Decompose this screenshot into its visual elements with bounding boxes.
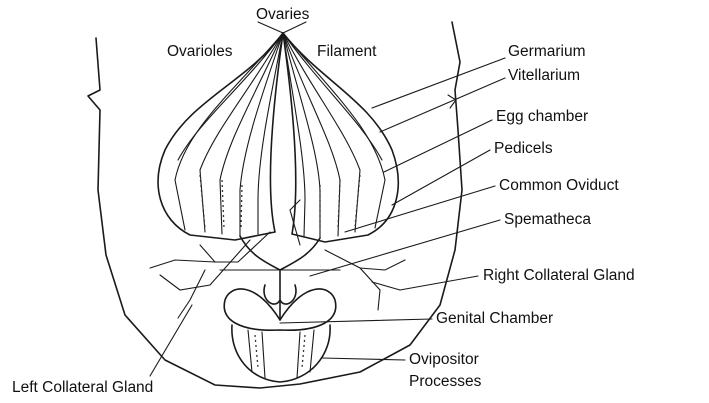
label-common-oviduct: Common Oviduct	[499, 177, 619, 194]
label-ovipositor-line1: Ovipositor	[409, 351, 479, 368]
leader-common-oviduct	[345, 186, 495, 232]
label-pedicels: Pedicels	[494, 140, 553, 157]
leader-ovaries	[258, 22, 283, 33]
label-egg-chamber: Egg chamber	[496, 108, 588, 125]
label-genital-chamber: Genital Chamber	[436, 310, 553, 327]
label-ovipositor-line2: Processes	[409, 373, 481, 390]
leader-ovipositor	[322, 358, 405, 360]
label-ovaries: Ovaries	[256, 6, 309, 23]
label-left-collateral-gland: Left Collateral Gland	[12, 379, 153, 396]
leader-genital-chamber	[280, 319, 432, 323]
label-germarium: Germarium	[508, 43, 586, 60]
leader-left-collateral-gland	[150, 305, 192, 376]
leader-pedicels	[392, 150, 490, 205]
leader-right-collateral-gland	[400, 276, 478, 290]
label-spermatheca: Spematheca	[504, 211, 591, 228]
right-ovary	[283, 33, 398, 242]
leader-germarium	[372, 58, 505, 108]
oviducts-and-glands	[150, 200, 405, 320]
label-ovarioles: Ovarioles	[167, 43, 232, 60]
leader-egg-chamber	[384, 120, 492, 172]
label-filament: Filament	[317, 43, 376, 60]
leader-vitellarium	[380, 78, 505, 132]
label-right-collateral-gland: Right Collateral Gland	[483, 267, 635, 284]
left-ovary	[158, 33, 283, 240]
label-vitellarium: Vitellarium	[508, 67, 580, 84]
